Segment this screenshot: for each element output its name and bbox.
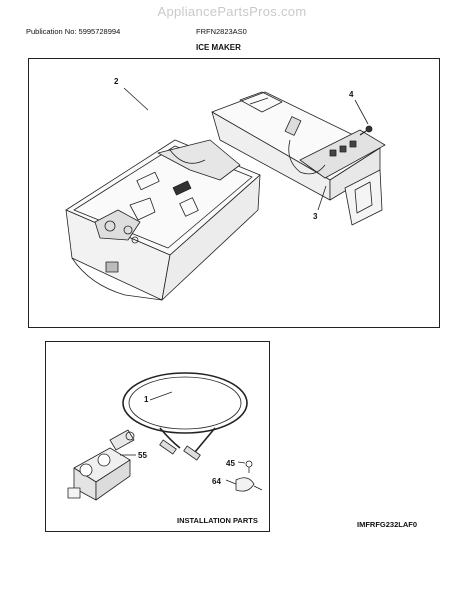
model-number: FRFN2823AS0 xyxy=(196,27,247,36)
ice-maker-illustration xyxy=(211,91,386,226)
section-title: ICE MAKER xyxy=(196,43,241,52)
callout-bin: 2 xyxy=(114,77,119,86)
clamp-illustration xyxy=(225,477,263,492)
small-screw-illustration xyxy=(237,460,253,473)
water-valve-illustration xyxy=(67,429,136,501)
callout-tubing: 1 xyxy=(144,395,149,404)
callout-valve: 55 xyxy=(138,451,147,460)
publication-number: Publication No: 5995728994 xyxy=(26,27,121,36)
installation-parts-label: INSTALLATION PARTS xyxy=(177,516,258,525)
water-tubing-illustration xyxy=(122,372,248,461)
ice-bin-illustration xyxy=(65,139,261,301)
callout-screw: 4 xyxy=(349,90,354,99)
screw-illustration xyxy=(359,125,373,136)
main-diagram-frame xyxy=(28,58,440,328)
installation-parts-frame xyxy=(45,341,270,532)
callout-clamp: 64 xyxy=(212,477,221,486)
leader-lines xyxy=(123,87,369,211)
callout-small-screw: 45 xyxy=(226,459,235,468)
watermark: AppliancePartsPros.com xyxy=(157,4,307,19)
callout-ice-maker: 3 xyxy=(313,212,318,221)
diagram-code: IMFRFG232LAF0 xyxy=(357,520,418,529)
